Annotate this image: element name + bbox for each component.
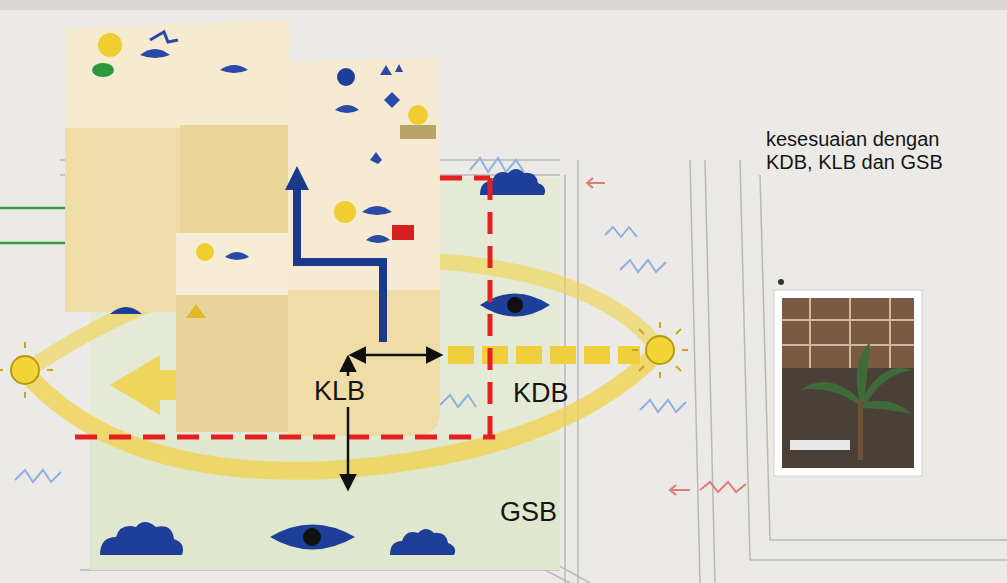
kdb-label: KDB — [513, 378, 569, 409]
heading-note: kesesuaian dengan KDB, KLB dan GSB — [766, 128, 981, 174]
gsb-label: GSB — [500, 497, 557, 528]
klb-label: KLB — [312, 376, 367, 407]
